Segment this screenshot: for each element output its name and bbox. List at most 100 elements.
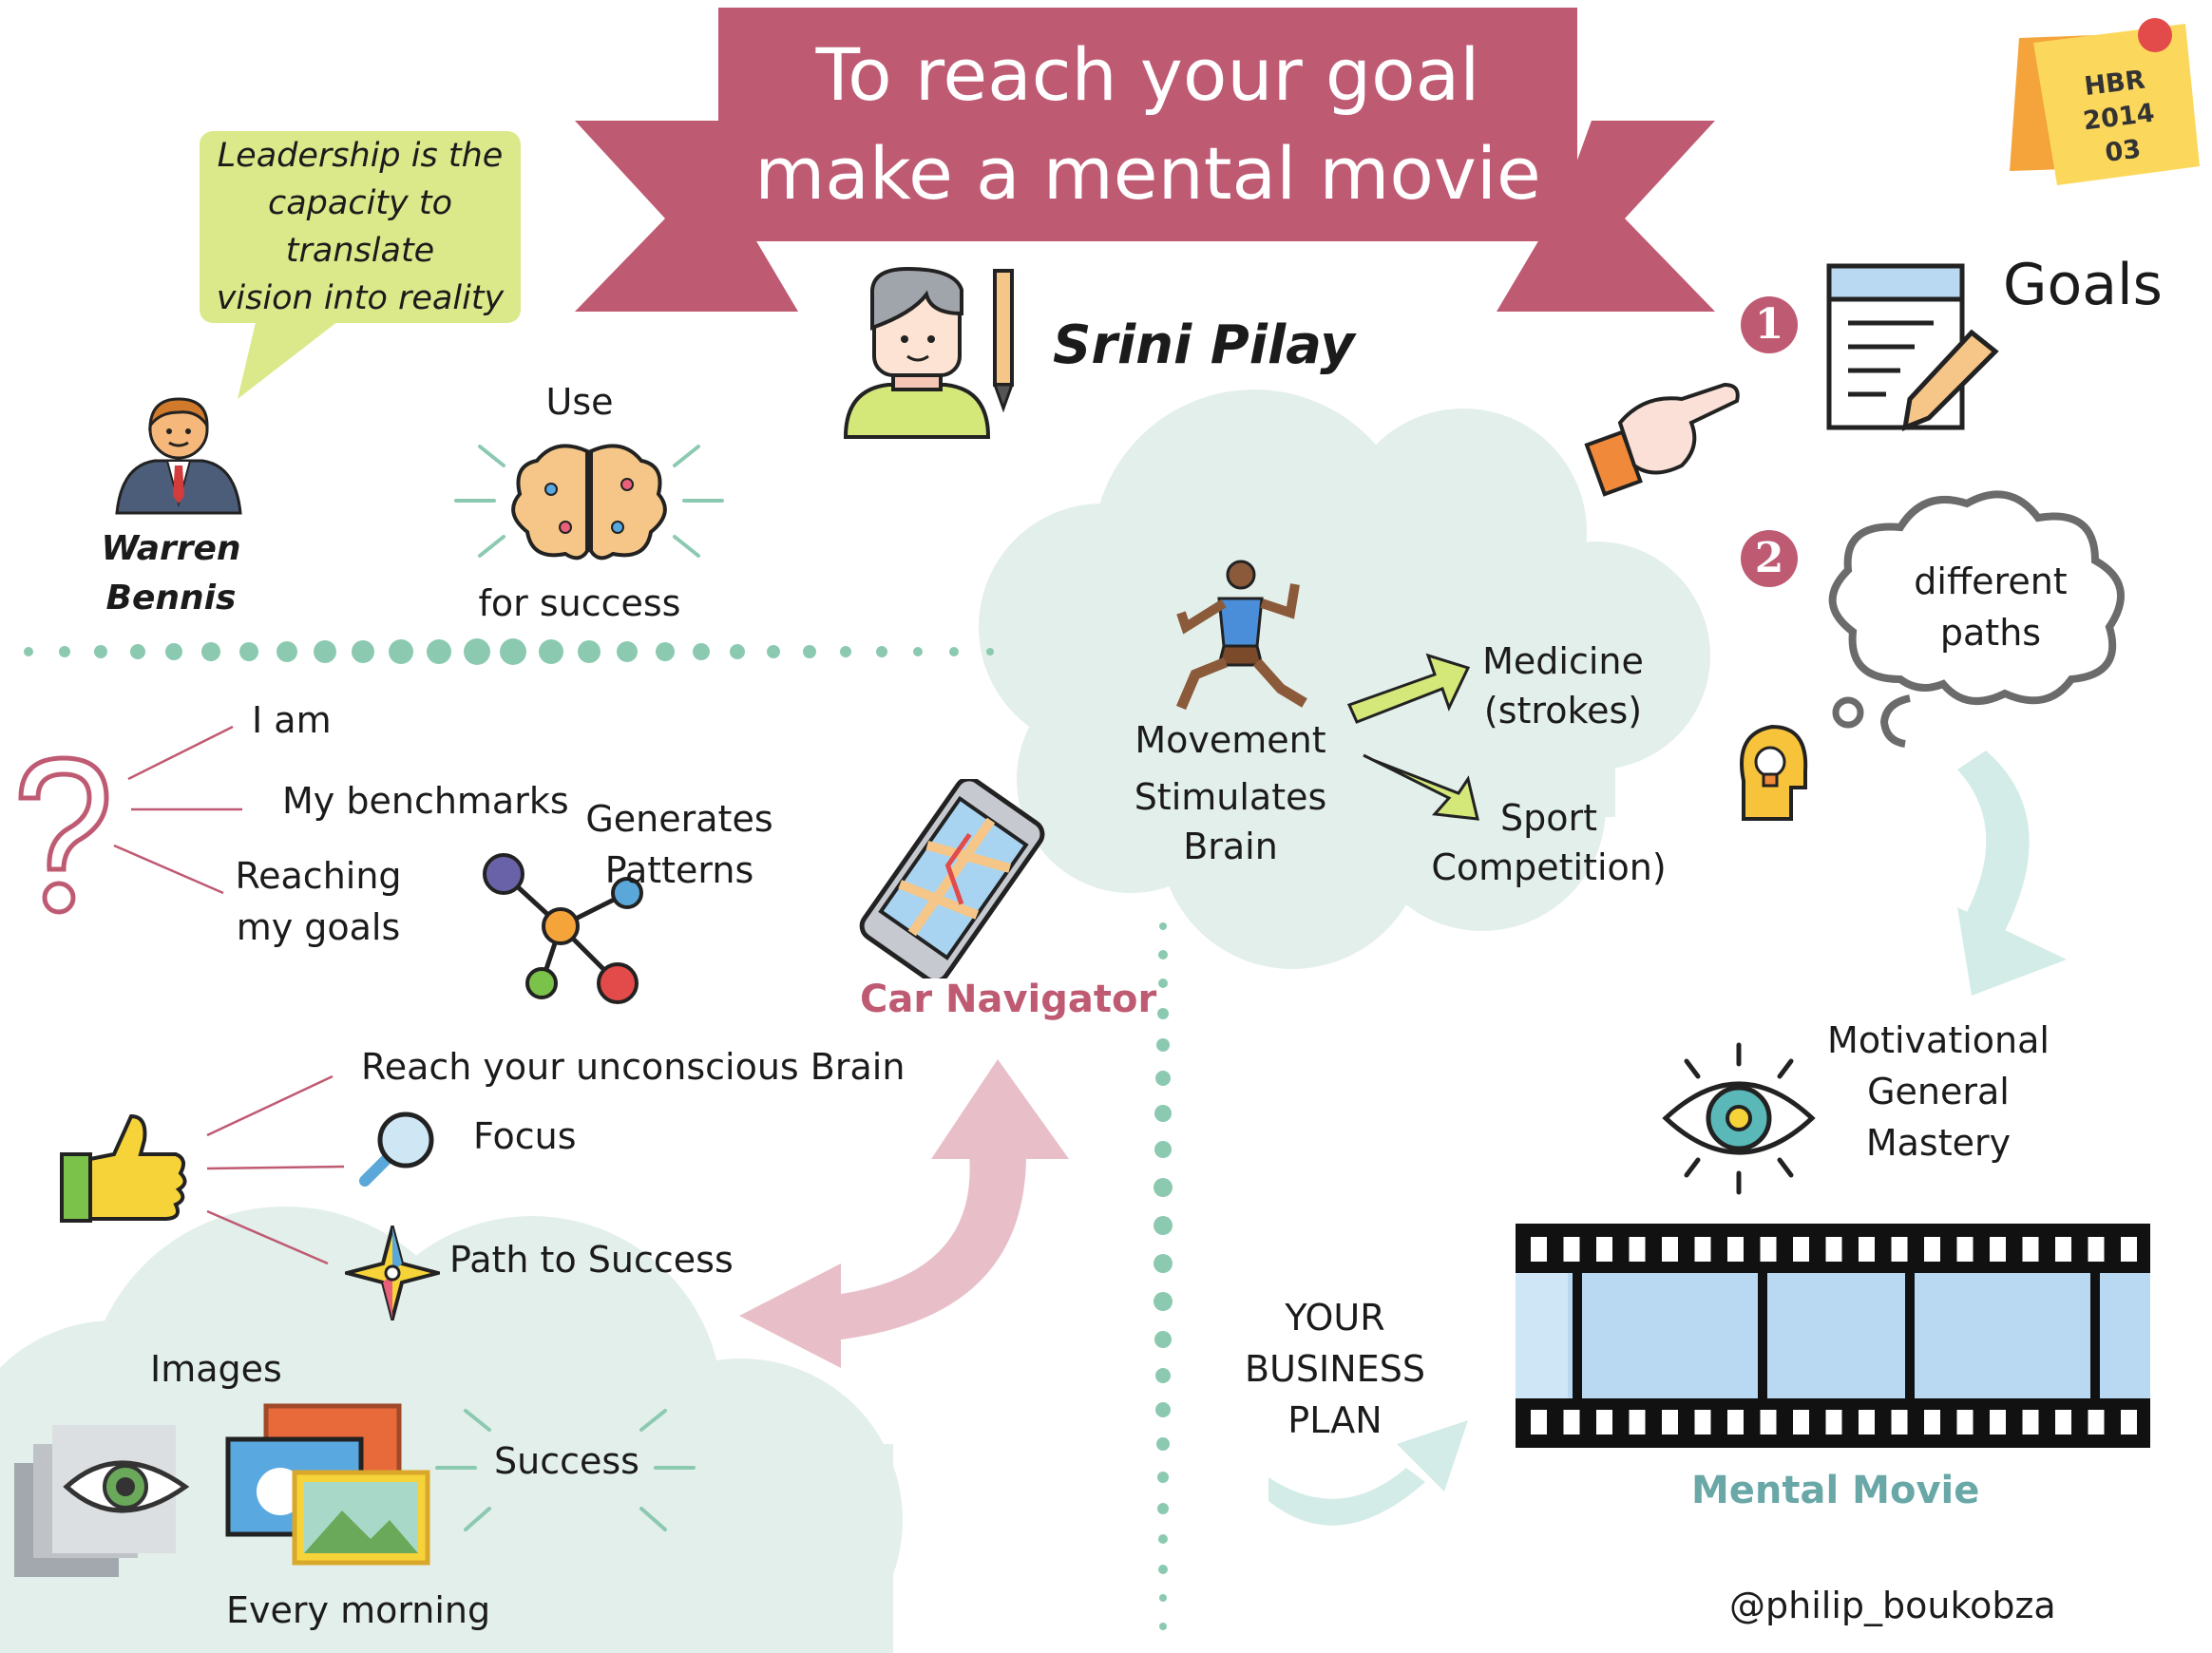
- film-hole: [1596, 1237, 1612, 1262]
- pink-curved-double-arrow: [739, 1059, 1069, 1368]
- benefit-3: Path to Success: [449, 1239, 734, 1281]
- patterns-line-1: Generates: [585, 798, 773, 840]
- title-line-2: make a mental movie: [754, 131, 1541, 216]
- film-hole: [1760, 1410, 1777, 1434]
- phone-map-icon: [859, 779, 1045, 978]
- benefit-2: Focus: [473, 1115, 577, 1157]
- film-strip-icon: [1516, 1224, 2150, 1448]
- film-hole: [1891, 1237, 1908, 1262]
- film-hole: [1563, 1410, 1580, 1434]
- film-hole: [2121, 1237, 2137, 1262]
- benefit-1: Reach your unconscious Brain: [361, 1046, 906, 1088]
- bennis-name: Warren Bennis: [90, 524, 252, 623]
- checklist-icon: [1826, 263, 1999, 431]
- film-hole: [1924, 1410, 1940, 1434]
- every-morning-label: Every morning: [226, 1589, 491, 1631]
- film-hole: [1990, 1410, 2006, 1434]
- brain-icon: [454, 444, 724, 560]
- motivation-line-2: General: [1867, 1071, 2010, 1112]
- film-hole: [1859, 1237, 1875, 1262]
- sport-line-2: Competition): [1431, 846, 1667, 888]
- student-icon: [843, 266, 1015, 439]
- question-lines: [113, 725, 242, 895]
- medicine-text: Medicine (strokes): [1468, 636, 1658, 735]
- film-hole: [2055, 1237, 2071, 1262]
- film-hole: [1629, 1410, 1646, 1434]
- quote-line-2: capacity to translate: [267, 184, 453, 270]
- green-arrows: [1346, 653, 1479, 821]
- film-hole: [1760, 1237, 1777, 1262]
- question-3-line-1: Reaching: [235, 855, 402, 897]
- thought-cloud-icon: [1828, 490, 2125, 748]
- step-2-badge: [1741, 530, 1798, 587]
- film-hole: [1727, 1237, 1744, 1262]
- film-hole: [2022, 1237, 2039, 1262]
- sticky-note-icon: [2010, 18, 2200, 185]
- eye-icon: [1662, 1042, 1816, 1195]
- movement-line-1: Movement: [1135, 719, 1326, 761]
- banner-title: To reach your goal make a mental movie: [718, 8, 1577, 241]
- business-line-3: PLAN: [1287, 1399, 1382, 1441]
- brain-top-label: Use: [545, 381, 614, 423]
- film-hole: [1825, 1410, 1842, 1434]
- goals-label: Goals: [2003, 252, 2163, 318]
- business-plan-text: YOUR BUSINESS PLAN: [1235, 1292, 1435, 1446]
- business-line-1: YOUR: [1285, 1297, 1385, 1339]
- vertical-dotted-divider: [1154, 922, 1173, 1630]
- film-hole: [1924, 1237, 1940, 1262]
- horizontal-dotted-divider: [24, 638, 994, 665]
- film-hole: [1531, 1410, 1547, 1434]
- quote-line-3: vision into reality: [216, 279, 505, 317]
- film-hole: [1956, 1410, 1974, 1434]
- success-burst-icon: [435, 1409, 696, 1531]
- lightbulb-head-icon: [1740, 724, 1808, 821]
- film-hole: [1825, 1237, 1842, 1262]
- film-hole: [1956, 1237, 1974, 1262]
- medicine-line-2: (strokes): [1483, 690, 1643, 732]
- business-line-2: BUSINESS: [1245, 1348, 1425, 1390]
- patterns-line-2: Patterns: [604, 849, 754, 891]
- sticky-note-text: HBR 2014 03: [2056, 60, 2182, 176]
- film-hole: [1662, 1410, 1678, 1434]
- movement-cloud: [979, 390, 1710, 969]
- quote-bubble-tail: [238, 318, 342, 399]
- pointing-hand-icon: [1584, 382, 1740, 497]
- success-label: Success: [494, 1440, 639, 1482]
- compass-star-icon: [345, 1226, 440, 1320]
- paths-line-2: paths: [1939, 612, 2042, 654]
- film-hole: [1596, 1410, 1612, 1434]
- banner-tail-right: [1497, 121, 1715, 312]
- car-navigator-label: Car Navigator: [860, 978, 1157, 1021]
- film-hole: [1563, 1237, 1580, 1262]
- film-hole: [2088, 1410, 2105, 1434]
- paths-line-1: different: [1914, 560, 2068, 602]
- step-1-number: 1: [1754, 300, 1784, 349]
- pictures-icon: [225, 1403, 430, 1566]
- paths-text: different paths: [1896, 556, 2086, 658]
- motivation-text: Motivational General Mastery: [1824, 1015, 2052, 1168]
- movement-line-2: Stimulates: [1134, 776, 1327, 818]
- movement-text: Movement Stimulates Brain: [1112, 708, 1349, 871]
- question-3: Reaching my goals: [233, 850, 404, 953]
- business-arrow: [1268, 1420, 1468, 1526]
- author-name: Srini Pilay: [1053, 314, 1355, 376]
- film-hole: [1793, 1410, 1809, 1434]
- mental-movie-label: Mental Movie: [1691, 1469, 1980, 1512]
- film-hole: [1629, 1237, 1646, 1262]
- film-hole: [1891, 1410, 1908, 1434]
- bennis-last: Bennis: [105, 579, 237, 618]
- runner-icon: [1175, 560, 1307, 711]
- eye-document-icon: [14, 1425, 190, 1577]
- film-hole: [1990, 1237, 2006, 1262]
- thumbs-up-icon: [60, 1113, 187, 1223]
- film-hole: [2055, 1410, 2071, 1434]
- film-hole: [2088, 1237, 2105, 1262]
- question-mark-icon: [18, 755, 109, 915]
- magnifier-icon: [359, 1112, 434, 1187]
- quote-bubble: Leadership is the capacity to translate …: [200, 131, 521, 323]
- network-icon: [483, 853, 643, 1004]
- step-2-number: 2: [1754, 534, 1784, 582]
- sport-line-1: Sport: [1499, 797, 1597, 839]
- film-hole: [2121, 1410, 2137, 1434]
- images-label: Images: [150, 1348, 282, 1390]
